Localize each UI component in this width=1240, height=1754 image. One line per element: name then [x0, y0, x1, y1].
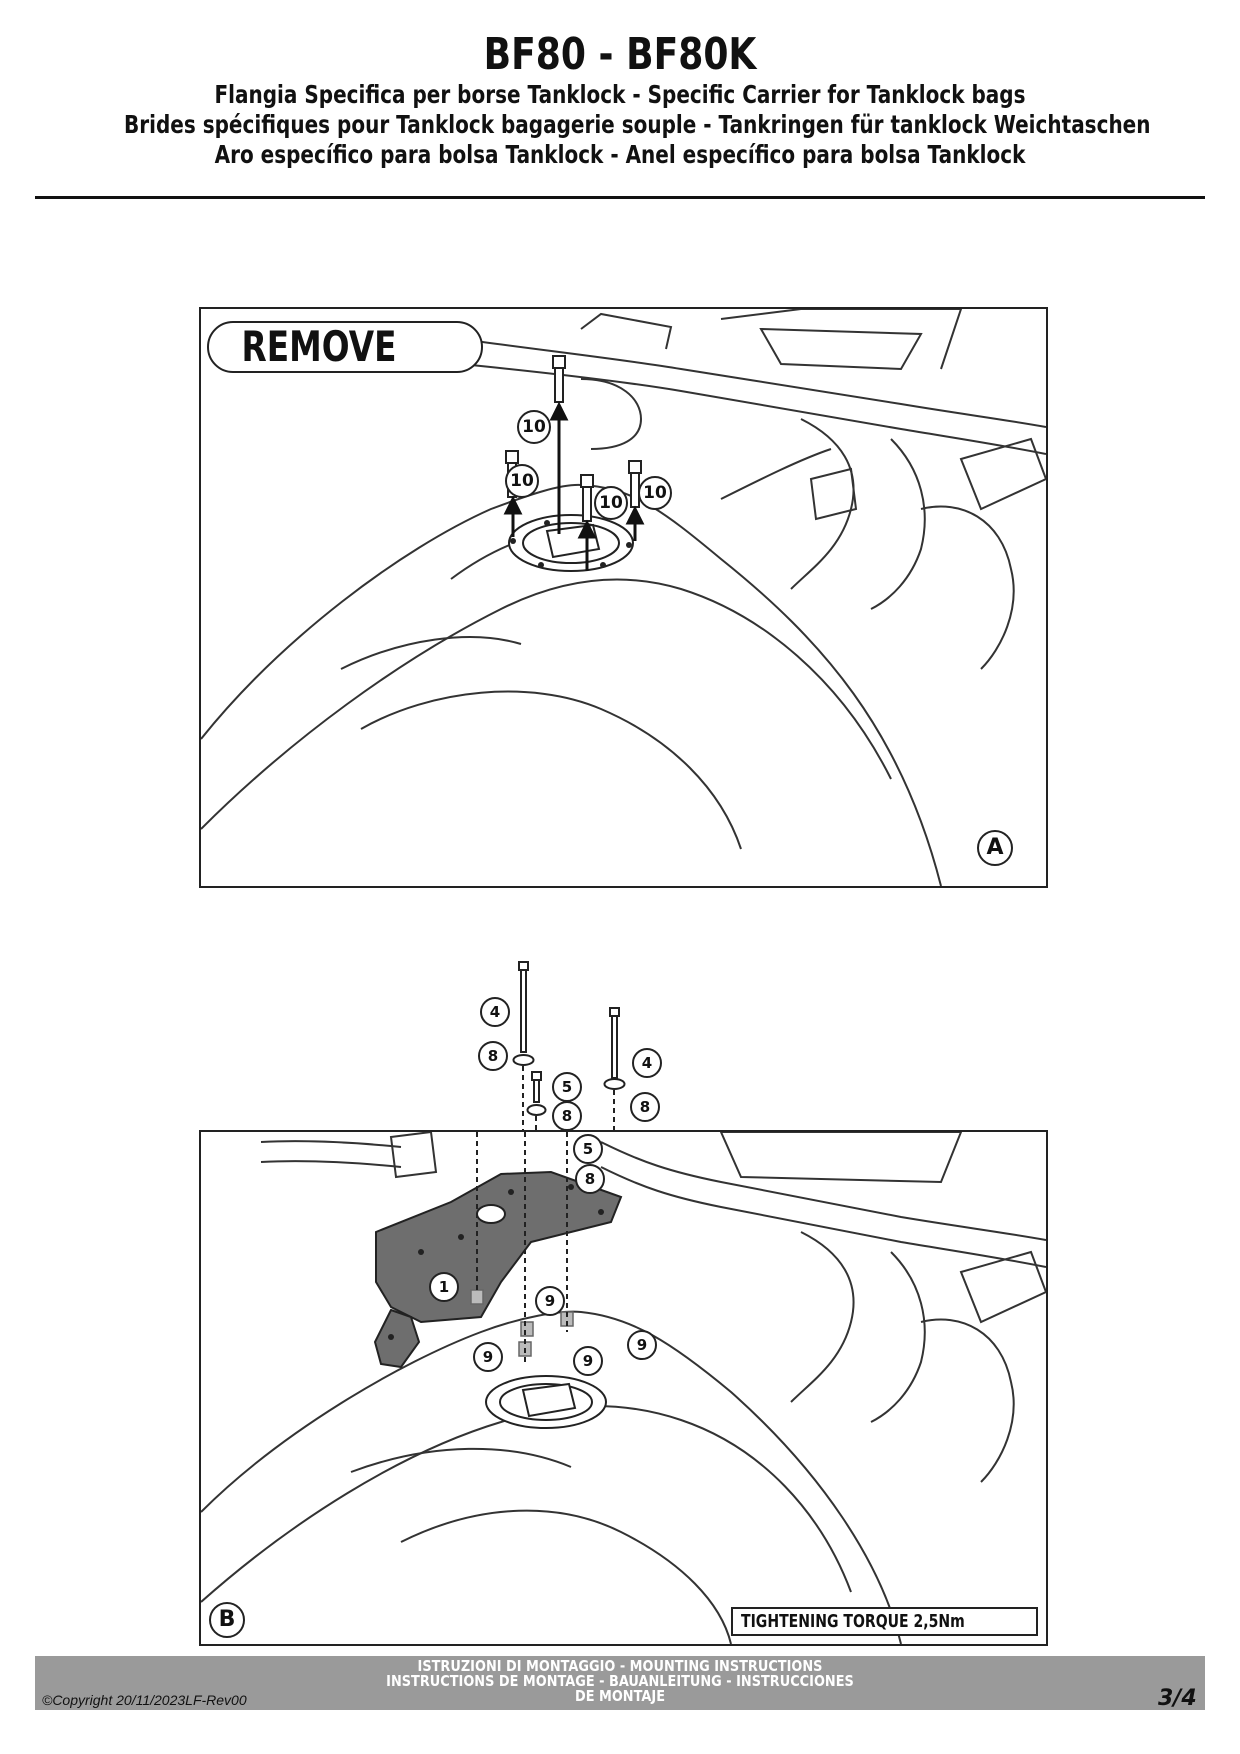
footer-line-3: DE MONTAJE [574, 1687, 666, 1705]
callout-8-upper: 8 [552, 1101, 582, 1131]
figure-b-drawing [201, 1132, 1046, 1644]
subtitle-line-3: Aro específico para bolsa Tanklock - Ane… [214, 140, 1026, 169]
callout-4-left: 4 [480, 997, 510, 1027]
callout-9-a: 9 [535, 1286, 565, 1316]
document-title: BF80 - BF80K [483, 29, 757, 80]
callout-5-lower: 5 [573, 1134, 603, 1164]
footer-line-1: ISTRUZIONI DI MONTAGGIO - MOUNTING INSTR… [417, 1657, 823, 1675]
callout-8-lower: 8 [575, 1164, 605, 1194]
callout-5-upper: 5 [552, 1072, 582, 1102]
figure-a-panel: REMOVE 10 10 10 10 A [199, 307, 1048, 888]
copyright: ©Copyright 20/11/2023LF-Rev00 [42, 1692, 247, 1708]
torque-text: TIGHTENING TORQUE 2,5Nm [741, 1611, 965, 1632]
page-number: 3/4 [1158, 1686, 1197, 1711]
footer-instructions: ISTRUZIONI DI MONTAGGIO - MOUNTING INSTR… [0, 1659, 1240, 1704]
callout-1-carrier: 1 [429, 1272, 459, 1302]
callout-10-a1: 10 [517, 410, 551, 444]
callout-10-a3: 10 [594, 486, 628, 520]
figure-a-drawing [201, 309, 1046, 886]
footer-bar [35, 1656, 1205, 1710]
subtitle-line-2: Brides spécifiques pour Tanklock bagager… [124, 110, 1151, 139]
figure-a-letter: A [977, 830, 1013, 866]
callout-8-left: 8 [478, 1041, 508, 1071]
remove-text: REMOVE [241, 322, 397, 371]
callout-9-c: 9 [573, 1346, 603, 1376]
document-header: BF80 - BF80K Flangia Specifica per borse… [0, 30, 1240, 170]
header-rule [35, 196, 1205, 199]
callout-9-d: 9 [627, 1330, 657, 1360]
exploded-bolts-drawing [512, 961, 626, 1132]
callout-8-right: 8 [630, 1092, 660, 1122]
figure-b-letter: B [209, 1602, 245, 1638]
callout-4-right: 4 [632, 1048, 662, 1078]
figure-b-exploded-parts: 4 8 5 8 4 8 [440, 950, 690, 1132]
remove-label: REMOVE [207, 321, 483, 373]
footer-line-2: INSTRUCTIONS DE MONTAGE - BAUANLEITUNG -… [386, 1672, 854, 1690]
figure-b-panel: 5 8 1 9 9 9 9 B TIGHTENING TORQUE 2,5Nm [199, 1130, 1048, 1646]
subtitle-line-1: Flangia Specifica per borse Tanklock - S… [214, 80, 1026, 109]
callout-10-a2: 10 [505, 464, 539, 498]
tightening-torque-note: TIGHTENING TORQUE 2,5Nm [731, 1607, 1038, 1636]
callout-10-a4: 10 [638, 476, 672, 510]
callout-9-b: 9 [473, 1342, 503, 1372]
